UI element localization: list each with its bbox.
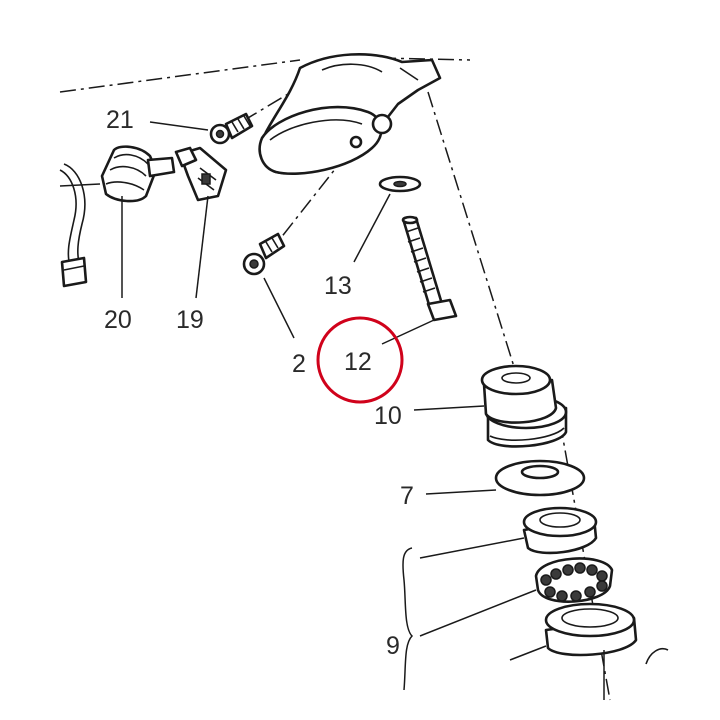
part-7-seal-ring xyxy=(494,459,586,497)
part-13-washer xyxy=(378,175,422,193)
part-12-bolt xyxy=(401,215,458,322)
callout-labels: 21 20 19 13 2 12 10 7 9 xyxy=(104,106,414,660)
wire-harness xyxy=(59,163,101,288)
part-19-connector xyxy=(174,146,228,202)
callout-9: 9 xyxy=(386,632,400,660)
callout-7: 7 xyxy=(400,482,414,510)
frame-bracket xyxy=(258,53,442,176)
highlight-ring xyxy=(316,316,404,404)
part-20-grommet xyxy=(100,145,176,203)
callout-20: 20 xyxy=(104,306,132,334)
callout-2: 2 xyxy=(292,350,306,378)
part-9-bearing-set xyxy=(522,506,669,665)
callout-13: 13 xyxy=(324,272,352,300)
part-2-screw xyxy=(242,232,286,276)
group-9-brace xyxy=(402,547,414,691)
callout-10: 10 xyxy=(374,402,402,430)
part-21-screw xyxy=(209,112,254,145)
callout-19: 19 xyxy=(176,306,204,334)
leader-lines xyxy=(121,121,605,700)
callout-21: 21 xyxy=(106,106,134,134)
callout-12: 12 xyxy=(344,348,372,376)
part-10-headset-cup xyxy=(480,364,568,448)
